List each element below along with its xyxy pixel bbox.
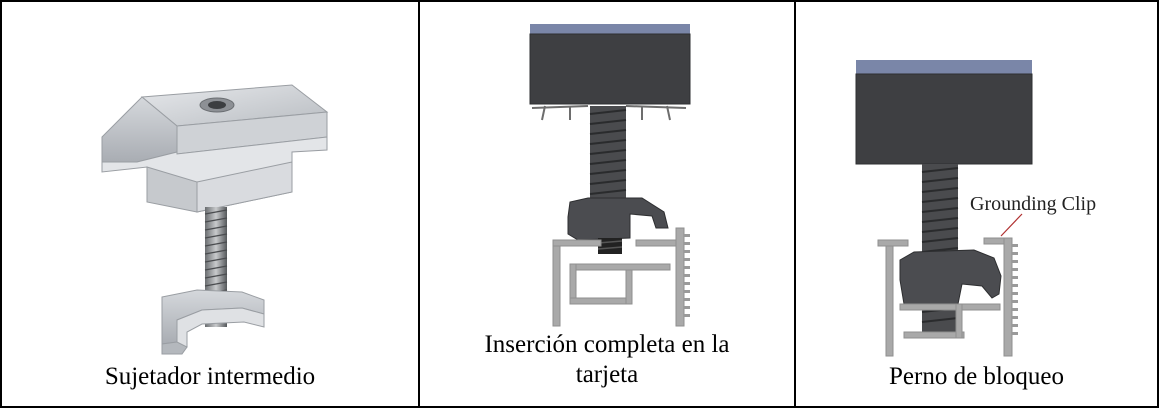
table-border-top xyxy=(0,0,1159,2)
caption-locking-bolt: Perno de bloqueo xyxy=(889,363,1064,390)
caption-full-insertion-line-1: Inserción completa en la xyxy=(484,331,730,358)
caption-full-insertion-line-2: tarjeta xyxy=(575,361,639,388)
caption-full-insertion: Inserción completa en la tarjeta xyxy=(420,330,794,390)
callout-leader-line xyxy=(1000,213,1023,237)
column-divider-2 xyxy=(794,0,796,408)
column-divider-1 xyxy=(418,0,420,408)
full-insertion-image xyxy=(420,2,794,328)
table-border-left xyxy=(0,0,2,408)
mid-clamp-3d-render-icon xyxy=(101,84,329,355)
caption-mid-clamp: Sujetador intermedio xyxy=(104,363,316,390)
table-border-bottom xyxy=(0,406,1159,408)
table-border-right xyxy=(1157,0,1159,408)
locking-bolt-cross-section-icon: Grounding Clip xyxy=(855,60,1096,357)
clamp-inserted-in-rail-cross-section-icon xyxy=(529,24,691,327)
locking-bolt-image: Grounding Clip xyxy=(796,2,1157,357)
mid-clamp-image xyxy=(2,2,418,357)
grounding-clip-callout: Grounding Clip xyxy=(970,193,1096,215)
